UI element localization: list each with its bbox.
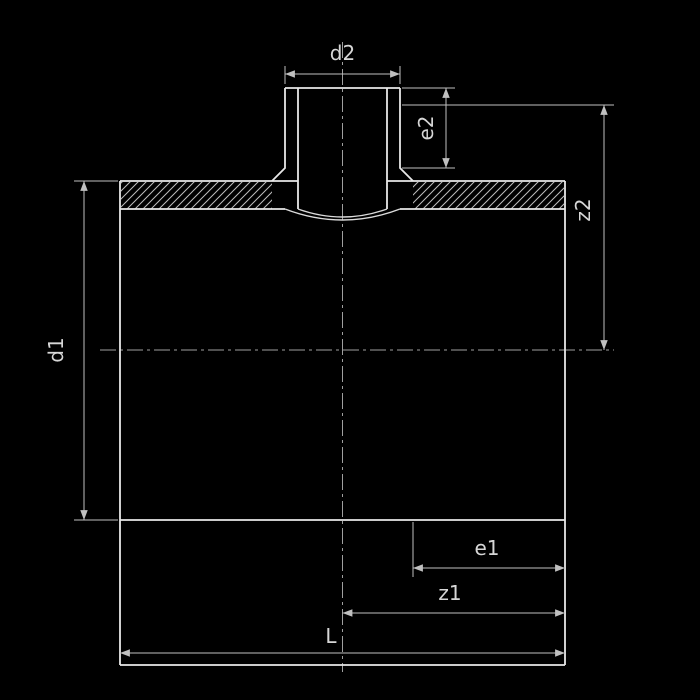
dimension-L: L	[120, 624, 565, 657]
fitting-body-outline	[119, 180, 566, 666]
bore-intersection-arcs	[284, 208, 401, 221]
label-z1: z1	[438, 581, 461, 605]
label-e1: e1	[474, 536, 499, 560]
hatch-right	[413, 182, 564, 209]
dimension-d2: d2	[284, 41, 401, 84]
dimension-d1: d1	[44, 180, 118, 521]
hatch-left	[121, 182, 272, 209]
label-L: L	[325, 624, 337, 648]
label-z2: z2	[571, 198, 595, 221]
label-e2: e2	[414, 115, 438, 140]
dimension-e1: e1	[412, 522, 565, 577]
dimension-z1: z1	[342, 581, 565, 617]
dimension-z2: z2	[402, 104, 614, 350]
dimension-e2: e2	[402, 87, 455, 169]
branch-socket-outline	[271, 87, 414, 209]
label-d1: d1	[44, 337, 68, 362]
label-d2: d2	[330, 41, 355, 65]
